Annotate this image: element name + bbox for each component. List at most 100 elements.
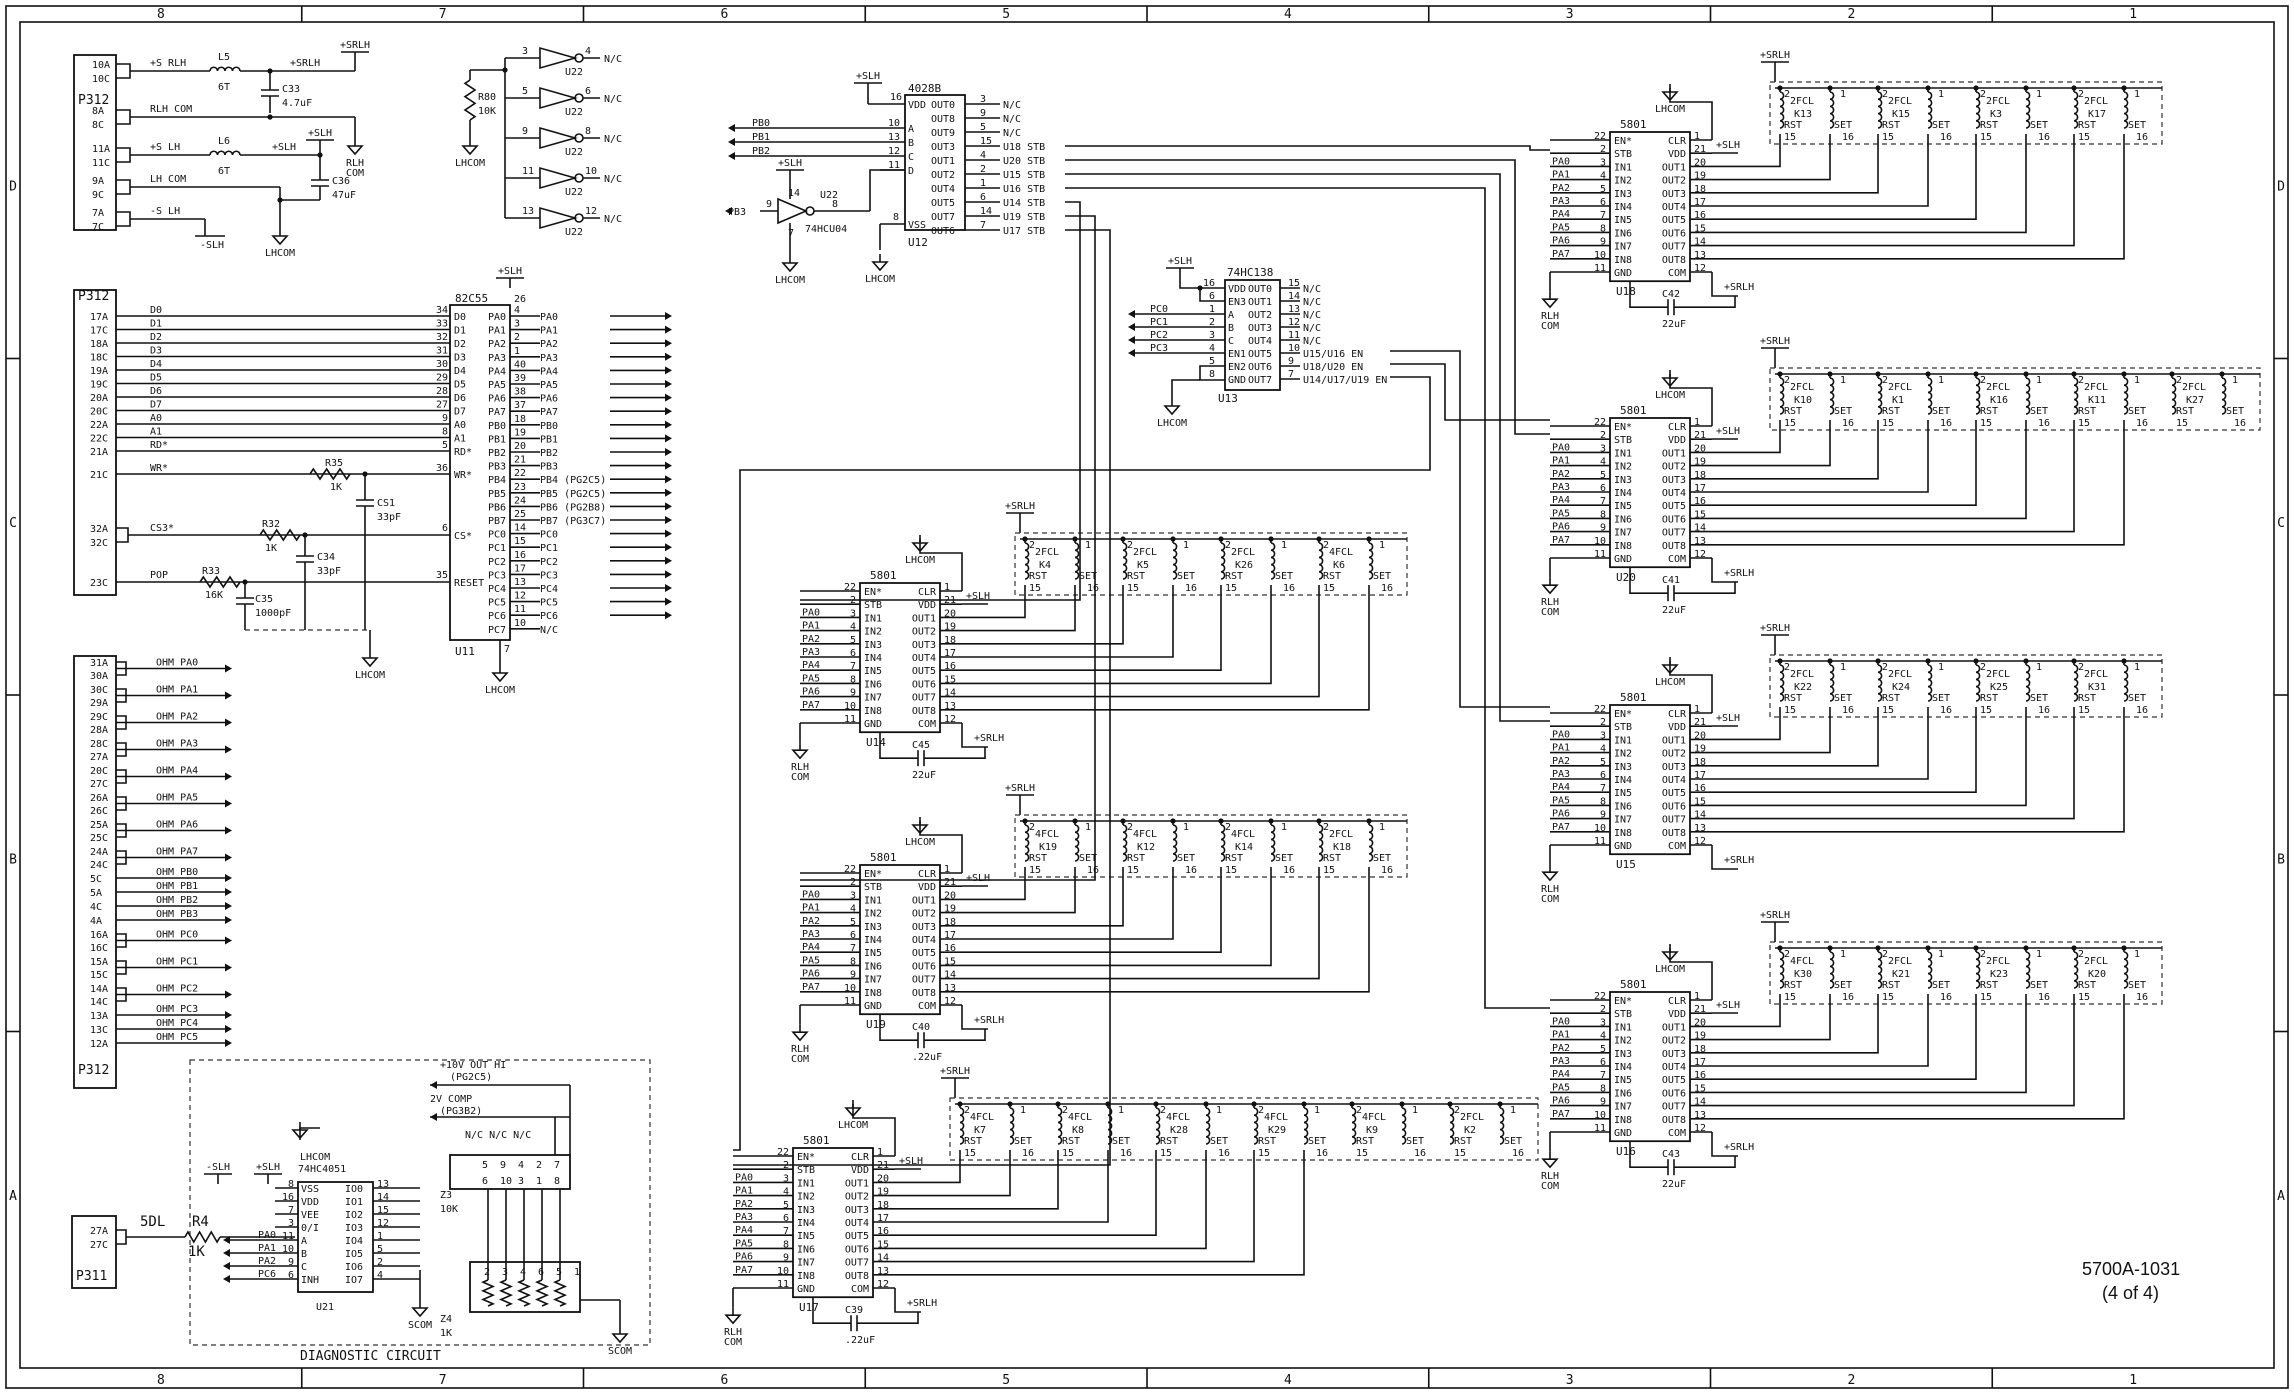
relay-type-label: 2FCL	[1329, 829, 1353, 840]
arrow-icon	[225, 691, 232, 700]
net-label: +SRLH	[1724, 855, 1754, 866]
relay-coil-icon	[1449, 1107, 1455, 1145]
value-label: 1000pF	[255, 608, 291, 619]
relay-ref-label: K31	[2088, 682, 2106, 693]
pin-name: RST	[1784, 120, 1802, 131]
pin-name: PC7	[488, 625, 506, 636]
zone-column-label: 4	[1284, 1373, 1292, 1388]
wire	[919, 539, 963, 591]
pin-name: RST	[1225, 571, 1243, 582]
relay-coil-icon	[1172, 824, 1178, 862]
pin-label: 20C	[90, 407, 108, 418]
zone-column-label: 2	[1847, 7, 1855, 22]
pin-label: 9	[980, 108, 986, 119]
pin-label: 29C	[90, 712, 108, 723]
net-label: U18/U20 EN	[1303, 362, 1363, 373]
relay-type-label: 2FCL	[1790, 669, 1814, 680]
pin-label: 5	[850, 635, 856, 646]
relay-coil-icon	[2221, 377, 2227, 415]
pin-label: 15	[2078, 132, 2090, 143]
pin-label: 7	[1600, 210, 1606, 221]
wire	[962, 585, 1174, 658]
value-label: 4.7uF	[282, 98, 312, 109]
net-label: D6	[150, 386, 162, 397]
wire	[1171, 379, 1200, 398]
arrow-icon	[225, 888, 232, 896]
pin-name: C	[908, 152, 914, 163]
pin-label: 16	[514, 550, 526, 561]
relay-coil-icon	[1172, 542, 1178, 580]
pin-label: 14	[944, 688, 956, 699]
relay-type-label: 4FCL	[1133, 829, 1157, 840]
wire	[895, 1150, 1305, 1276]
pin-label: 7	[850, 661, 856, 672]
pin-label: 7	[788, 228, 794, 239]
pin-name: OUT6	[1662, 228, 1686, 239]
pin-label: 16	[2038, 992, 2050, 1003]
ground-icon	[1661, 377, 1679, 388]
pin-label: 4	[783, 1187, 789, 1198]
pin-label: 15	[1029, 865, 1041, 876]
driver-unit-u16: 5801U16EN*22STB2IN13PA0IN24PA1IN35PA2IN4…	[1541, 910, 2163, 1192]
value-label: 33pF	[317, 566, 341, 577]
pin-label: 2	[1882, 949, 1888, 960]
pin-name: VDD	[1668, 1009, 1686, 1020]
pin-name: IN1	[864, 613, 882, 624]
pin-name: IN8	[864, 988, 882, 999]
ic-part-label: 74HCU04	[805, 224, 847, 235]
pin-name: OUT7	[931, 212, 955, 223]
pin-label: 20C	[90, 766, 108, 777]
net-label: OHM PB2	[156, 895, 198, 906]
relay-coil-icon	[1779, 377, 1785, 415]
arrow-icon	[665, 448, 672, 456]
pin-name: OUT6	[1662, 514, 1686, 525]
wire	[1712, 994, 1879, 1054]
pin-name: PC0	[488, 530, 506, 541]
pin-label: 2	[1882, 375, 1888, 386]
pin-name: OUT4	[1662, 202, 1686, 213]
pin-label: 26	[514, 294, 526, 305]
pin-name: OUT0	[1248, 284, 1272, 295]
wire	[1712, 420, 1831, 467]
arrow-icon	[665, 597, 672, 606]
relay-coil-icon	[1975, 377, 1981, 415]
pin-label: 15	[2078, 992, 2090, 1003]
inductor-icon	[209, 66, 241, 72]
net-label: PA0	[1552, 729, 1570, 740]
net-label: CS3*	[150, 523, 174, 534]
pin-name: SET	[2030, 406, 2048, 417]
pin-label: 18	[944, 635, 956, 646]
net-label: +SRLH	[974, 1015, 1004, 1026]
pin-label: 31A	[90, 658, 108, 669]
pin-label: 8	[288, 1179, 294, 1190]
net-label: N/C	[604, 214, 622, 225]
relay-ref-label: K6	[1333, 560, 1345, 571]
ground-icon	[1661, 664, 1679, 675]
rail-label: +SLH	[1168, 256, 1192, 267]
net-label: +SLH	[899, 1156, 923, 1167]
net-label: PA1	[1552, 456, 1570, 467]
pin-name: RST	[1029, 853, 1047, 864]
ref-label: C41	[1662, 575, 1680, 586]
pin-name: OUT2	[1248, 310, 1272, 321]
pin-name: IN2	[1614, 176, 1632, 187]
arrow-icon	[665, 488, 672, 497]
pin-label: 10	[888, 118, 900, 129]
pin-label: 1	[1020, 1105, 1026, 1116]
pin-name: RST	[1882, 406, 1900, 417]
net-label: PA1	[735, 1186, 753, 1197]
pin-label: 1	[877, 1147, 883, 1158]
pin-name: GND	[864, 1001, 882, 1012]
pin-label: 10	[1594, 536, 1606, 547]
pin-name: D2	[454, 339, 466, 350]
pin-label: 7	[1600, 1070, 1606, 1081]
pin-label: 15	[1980, 992, 1992, 1003]
pin-label: 12	[1694, 549, 1706, 560]
pin-label: 6	[1600, 197, 1606, 208]
pin-name: IN2	[1614, 462, 1632, 473]
pin-label: 21A	[90, 447, 108, 458]
relay-type-label: 2FCL	[1790, 96, 1814, 107]
pin-name: VEE	[301, 1210, 319, 1221]
pin-label: 1	[1938, 89, 1944, 100]
relay-coil-icon	[1368, 824, 1374, 862]
